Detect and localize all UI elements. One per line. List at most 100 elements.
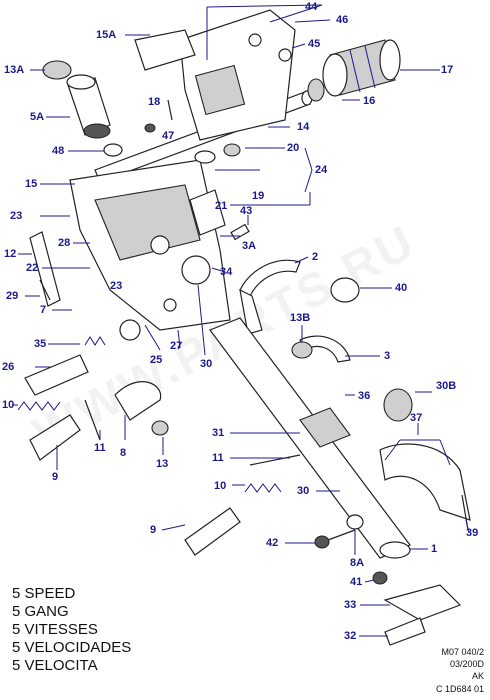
- callout-20-top[interactable]: 20: [287, 142, 300, 154]
- callout-13[interactable]: 13: [156, 458, 169, 470]
- callout-33[interactable]: 33: [344, 599, 357, 611]
- callout-24[interactable]: 24: [315, 164, 328, 176]
- callout-1[interactable]: 1: [431, 543, 438, 555]
- pin-43: [230, 223, 250, 241]
- callout-32[interactable]: 32: [344, 630, 357, 642]
- callout-23-left[interactable]: 23: [10, 210, 23, 222]
- pin-11-left: [84, 399, 101, 441]
- ref-code-3: AK: [471, 671, 484, 681]
- screw-47: [144, 123, 156, 133]
- callout-12[interactable]: 12: [4, 248, 17, 260]
- callout-36[interactable]: 36: [358, 390, 371, 402]
- spring-10-left: [17, 401, 61, 411]
- callout-14[interactable]: 14: [297, 121, 310, 133]
- callout-15a[interactable]: 15A: [96, 29, 117, 41]
- callout-9-lower[interactable]: 9: [150, 524, 157, 536]
- selector-housing: [69, 159, 231, 341]
- callout-40[interactable]: 40: [395, 282, 408, 294]
- callout-13a[interactable]: 13A: [4, 64, 25, 76]
- callout-28[interactable]: 28: [58, 237, 71, 249]
- callout-30-mid[interactable]: 30: [200, 358, 213, 370]
- callout-30-lower[interactable]: 30: [297, 485, 310, 497]
- lever-8: [114, 381, 162, 421]
- speed-label-es: 5 VELOCIDADES: [12, 639, 132, 656]
- callout-23-mid[interactable]: 23: [110, 280, 123, 292]
- fork-3: [299, 335, 351, 363]
- speed-label-it: 5 VELOCITA: [12, 657, 98, 674]
- callout-41[interactable]: 41: [350, 576, 363, 588]
- ring-16: [307, 78, 325, 102]
- fork-2: [239, 259, 301, 335]
- spring-35: [84, 336, 106, 346]
- callout-26[interactable]: 26: [2, 361, 15, 373]
- bolt-42: [314, 529, 356, 549]
- plunger-9-lower: [184, 507, 241, 556]
- callout-3[interactable]: 3: [384, 350, 391, 362]
- callout-11-left[interactable]: 11: [94, 442, 106, 454]
- callout-15[interactable]: 15: [25, 178, 38, 190]
- callout-30b[interactable]: 30B: [436, 380, 457, 392]
- ref-code-1: M07 040/2: [441, 647, 484, 657]
- callout-9-left[interactable]: 9: [52, 471, 59, 483]
- callout-11-lower[interactable]: 11: [212, 452, 224, 464]
- plunger-26: [24, 354, 89, 396]
- callout-5a[interactable]: 5A: [30, 111, 45, 123]
- callout-16[interactable]: 16: [363, 95, 376, 107]
- cap-13: [151, 420, 169, 436]
- callout-48[interactable]: 48: [52, 145, 65, 157]
- callout-37[interactable]: 37: [410, 412, 423, 424]
- callout-7[interactable]: 7: [40, 304, 47, 316]
- callout-19[interactable]: 19: [252, 190, 265, 202]
- callout-29[interactable]: 29: [6, 290, 19, 302]
- bush-13b: [291, 341, 313, 359]
- cap-20: [194, 150, 216, 164]
- rod-32: [384, 617, 426, 646]
- callout-47[interactable]: 47: [162, 130, 175, 142]
- callout-8[interactable]: 8: [120, 447, 127, 459]
- callout-31[interactable]: 31: [212, 427, 225, 439]
- speed-label-de: 5 GANG: [12, 603, 69, 620]
- callout-34[interactable]: 34: [220, 266, 233, 278]
- knob-5a: [66, 74, 111, 139]
- speed-label-fr: 5 VITESSES: [12, 621, 98, 638]
- ring-48: [103, 143, 123, 157]
- callout-2[interactable]: 2: [312, 251, 319, 263]
- ring-40: [330, 277, 360, 303]
- washer-8a: [346, 514, 364, 530]
- bracket-33: [383, 584, 462, 621]
- callout-45[interactable]: 45: [308, 38, 321, 50]
- cap-20b: [223, 143, 241, 157]
- leader-lines: [12, 4, 470, 637]
- callout-3a[interactable]: 3A: [242, 240, 257, 252]
- callout-27[interactable]: 27: [170, 340, 183, 352]
- callout-22[interactable]: 22: [26, 262, 39, 274]
- main-rail-31: [209, 317, 411, 559]
- pin-29: [39, 279, 51, 301]
- callout-42[interactable]: 42: [266, 537, 279, 549]
- callout-17[interactable]: 17: [441, 64, 454, 76]
- callout-8a[interactable]: 8A: [350, 557, 365, 569]
- callout-10-left[interactable]: 10: [2, 399, 15, 411]
- bolt-41: [372, 571, 388, 585]
- callout-10-lower[interactable]: 10: [214, 480, 227, 492]
- spring-10-lower: [244, 483, 282, 493]
- callout-39[interactable]: 39: [466, 527, 479, 539]
- ref-code-2: 03/200D: [449, 659, 484, 669]
- pin-18: [167, 99, 173, 121]
- callout-18[interactable]: 18: [148, 96, 161, 108]
- callout-35[interactable]: 35: [34, 338, 47, 350]
- callout-44[interactable]: 44: [305, 1, 318, 13]
- pin-11-lower: [249, 454, 301, 466]
- callout-13b[interactable]: 13B: [290, 312, 311, 324]
- callout-46[interactable]: 46: [336, 14, 349, 26]
- fork-37: [379, 443, 471, 521]
- block-19: [189, 189, 226, 236]
- boot-17: [322, 39, 401, 97]
- sleeve-30b: [383, 388, 413, 422]
- callout-21[interactable]: 21: [215, 200, 228, 212]
- callout-25[interactable]: 25: [150, 354, 163, 366]
- callout-43[interactable]: 43: [240, 205, 253, 217]
- speed-label-en: 5 SPEED: [12, 585, 76, 602]
